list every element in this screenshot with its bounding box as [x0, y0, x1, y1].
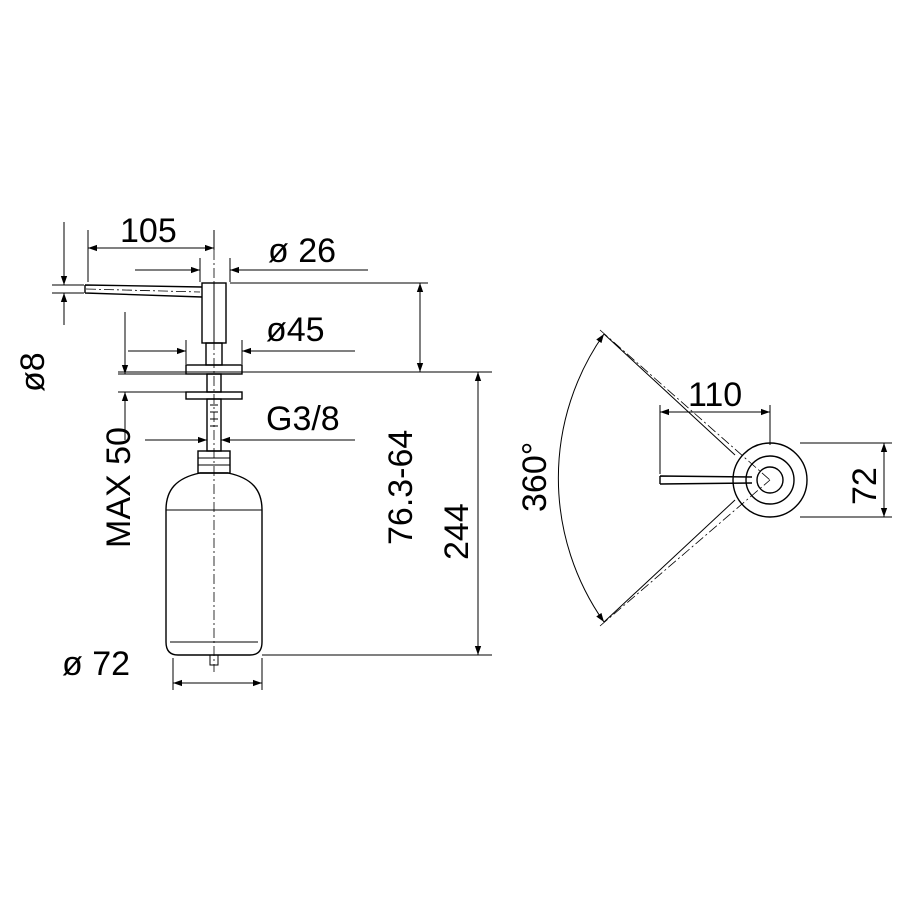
dim-flange-diameter: ø45 — [128, 311, 355, 364]
dim-spout-diameter: ø8 — [14, 222, 84, 392]
rotation-arc — [557, 333, 605, 623]
dim-spout-length: 105 — [87, 212, 215, 282]
bottle-body — [165, 472, 263, 656]
top-flange-inner — [745, 455, 795, 505]
top-spout — [659, 475, 753, 485]
dim-8-label: ø8 — [14, 352, 52, 392]
dim-45-label: ø45 — [266, 311, 325, 349]
dim-g38-label: G3/8 — [266, 400, 340, 438]
dim-72-bottle-label: ø 72 — [62, 645, 130, 683]
dim-244-label: 244 — [438, 503, 476, 560]
dim-360-label: 360° — [516, 442, 554, 512]
dim-110-label: 110 — [688, 376, 742, 414]
top-view: 360° 110 72 — [516, 329, 892, 627]
dim-head-diameter: ø 26 — [135, 232, 368, 282]
dim-flange-size: 72 — [800, 442, 892, 518]
dim-bottle-diameter: ø 72 — [62, 645, 263, 690]
dim-105-label: 105 — [120, 212, 177, 250]
dim-max50-label: MAX 50 — [100, 427, 138, 548]
dim-72-top-label: 72 — [846, 467, 884, 505]
side-view: 105 ø 26 ø8 ø45 — [14, 212, 492, 690]
dim-763-label: 76.3-64 — [382, 430, 420, 545]
dim-height-above: 76.3-64 — [118, 282, 492, 545]
dim-thread: G3/8 — [145, 400, 355, 444]
dim-reach: 110 — [659, 376, 771, 474]
top-head — [756, 466, 784, 494]
dim-total-height: 244 — [262, 372, 492, 656]
dim-max-thickness: MAX 50 — [100, 312, 186, 548]
spout — [84, 284, 203, 298]
dim-26-label: ø 26 — [268, 232, 336, 270]
